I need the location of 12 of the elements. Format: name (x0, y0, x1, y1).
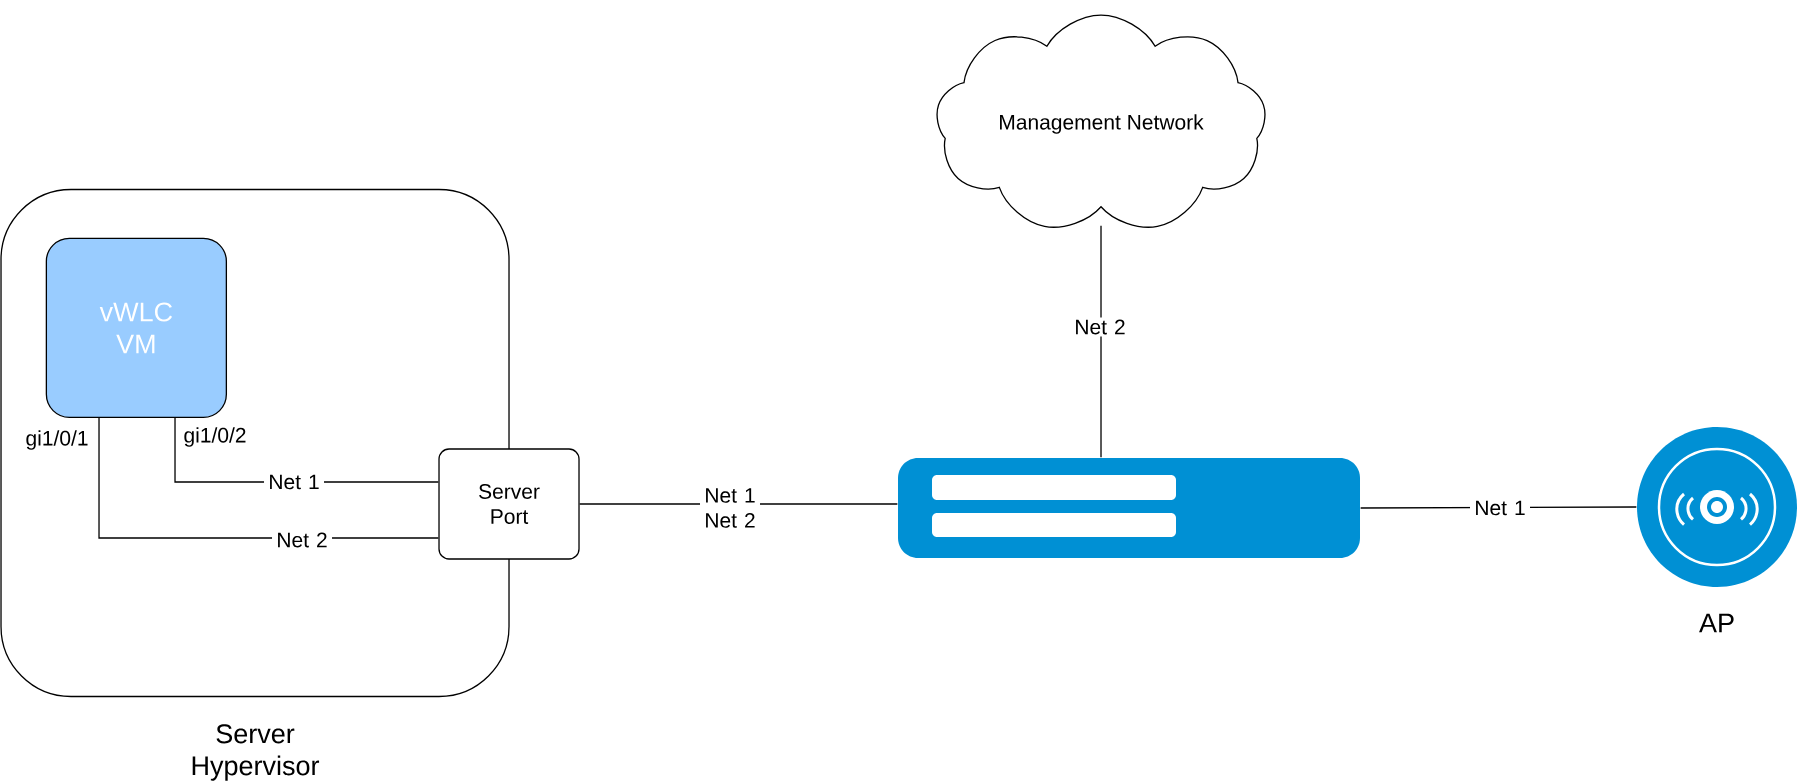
edge-label: Net 2 (272, 530, 332, 550)
port-box: Server Port (438, 448, 580, 560)
edge-label: Net 1 Net 2 (700, 486, 760, 530)
vm-box: vWLC VM (45, 237, 227, 418)
edge-label: Net 2 (1070, 317, 1130, 337)
edge-label: Net 1 (1470, 498, 1530, 518)
edge-label: Net 1 (264, 472, 324, 492)
switch-drawing (898, 458, 1360, 558)
port-label: gi1/0/1 (26, 430, 88, 450)
port-label: gi1/0/2 (184, 427, 246, 447)
device-label: AP (1699, 613, 1734, 633)
box-heading: Server Hypervisor (192, 724, 320, 781)
